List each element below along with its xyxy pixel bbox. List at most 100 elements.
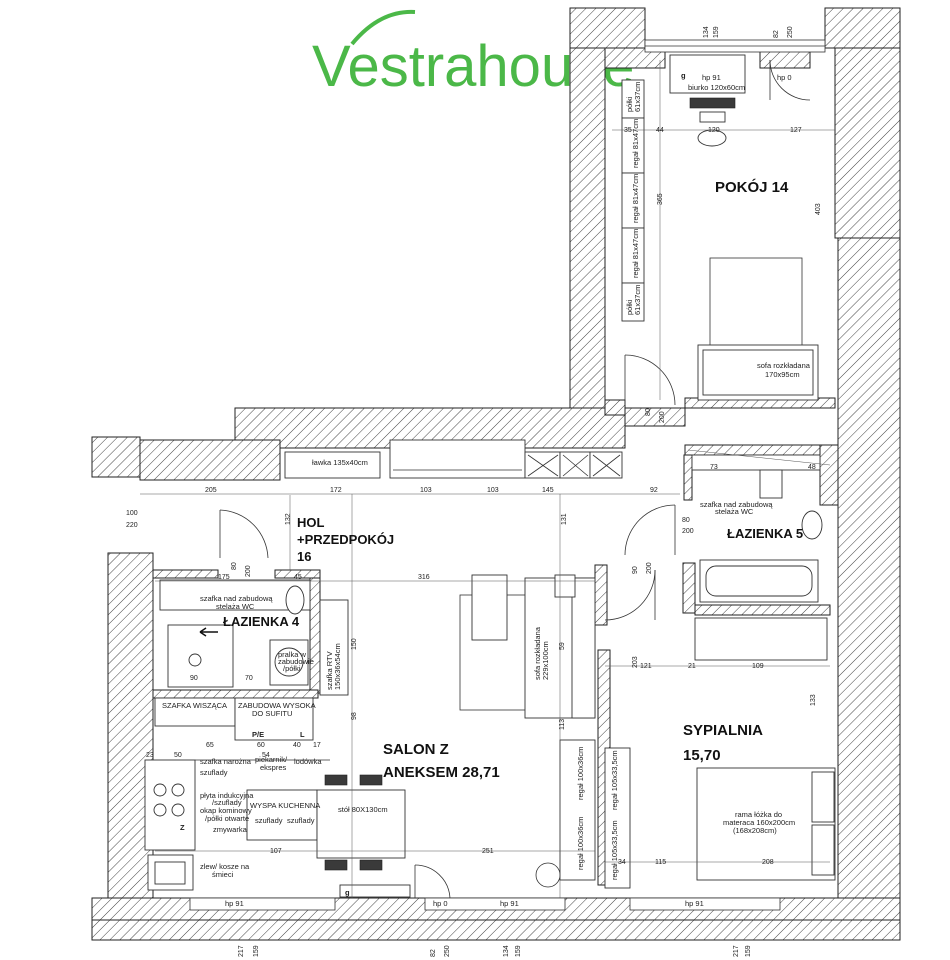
label-plyta-a: płyta indukcyjna [200,791,254,800]
label-szafka-wc4-a: szafka nad zabudową [200,594,273,603]
dimension-label: 208 [762,859,774,866]
dimension-label: 60 [257,742,265,749]
pokoj14-furniture [612,54,835,406]
label-pralka-c: /półki [283,664,301,673]
room-label-pokoj14: POKÓJ 14 [715,178,789,196]
dimension-label: 159 [745,945,752,957]
dimension-label: 365 [657,193,664,205]
dimension-label: 80 [682,517,690,524]
dimension-label: 250 [444,945,451,957]
dimension-label: 127 [790,127,802,134]
dimension-label: 220 [126,522,138,529]
label-biurko: biurko 120x60cm [688,83,745,92]
label-rtv-b: 150x36x54cm [333,643,342,690]
dimension-label: 200 [646,562,653,574]
label-rama-c: (168x208cm) [733,826,777,835]
label-z: Z [180,823,185,832]
dimension-label: 73 [710,464,718,471]
label-wyspa: WYSPA KUCHENNA [250,801,320,810]
dimension-label: 45 [294,574,302,581]
dimension-label: 133 [810,694,817,706]
dimension-label: 217 [238,945,245,957]
label-zlew-a: zlew/ kosze na [200,862,250,871]
dimension-label: 113 [559,719,566,730]
label-szuflady-2: szuflady [255,816,283,825]
dimension-label: 115 [655,859,666,866]
label-zmywarka: zmywarka [213,825,248,834]
dimension-label: 120 [708,127,720,134]
label-plyta-d: /półki otwarte [205,814,249,823]
label-hp91-top: hp 91 [702,73,721,82]
label-pe: P/E [252,730,264,739]
dimension-label: 134 [503,945,510,957]
label-sofa1-a: sofa rozkładana [757,361,811,370]
dimension-label: 132 [285,513,292,525]
label-regal-105-1: regał 105x33,5cm [610,750,619,810]
dimension-label: 203 [632,656,639,668]
label-rama-a: rama łóżka do [735,810,782,819]
dimension-label: 172 [330,487,342,494]
label-szafka-wc4-b: stelaża WC [216,602,255,611]
dimension-label: 107 [270,848,282,855]
label-piekarnik-b: ekspres [260,763,287,772]
label-szafka-wc5-a: szafka nad zabudową [700,500,773,509]
logo-swoosh-icon [350,9,416,46]
label-plyta-b: /szuflady [212,798,242,807]
label-regal-3: regał 81x47cm [631,229,640,278]
label-szuflady-1: szuflady [200,768,228,777]
dimension-label: 217 [733,945,740,957]
label-regal-1: regał 81x47cm [631,119,640,168]
room-label-salon-1: SALON Z [383,741,449,758]
dimension-label: 65 [206,742,214,749]
dimension-label: 82 [430,949,437,957]
label-polki-bot-a: półki [625,299,634,315]
dimension-label: 59 [559,642,566,650]
dimension-label: 145 [542,487,554,494]
room-label-hol-3: 16 [297,549,311,564]
dimension-label: 251 [482,848,494,855]
label-szafka-wc5-b: stelaża WC [715,507,754,516]
lazienka4-fixtures [159,509,311,688]
dimension-label: 80 [231,562,238,570]
label-hp0-top: hp 0 [777,73,792,82]
lazienka5-fixtures [624,454,828,661]
room-label-lazienka4: ŁAZIENKA 4 [223,614,300,629]
dimension-label: 80 [645,408,652,416]
dimension-label: 100 [126,510,138,517]
room-label-hol-2: +PRZEDPOKÓJ [297,532,394,547]
sypialnia-furniture [604,747,836,889]
dimension-lines [140,60,831,898]
label-plyta-c: okap kominowy [200,806,252,815]
label-szafka-narozna: szafka narożna [200,757,252,766]
dimension-label: 316 [418,574,430,581]
dimension-label: 21 [688,663,696,670]
dimension-label: 131 [561,513,568,525]
label-zabudowa-b: DO SUFITU [252,709,292,718]
room-label-hol-1: HOL [297,515,325,530]
label-lodowka: lodówka [294,757,322,766]
label-l: L [300,730,305,739]
room-label-sypialnia-2: 15,70 [683,747,721,764]
label-regal-2: regał 81x47cm [631,174,640,223]
dimension-label: 35 [624,127,632,134]
label-piekarnik-a: piekarnik/ [255,755,288,764]
label-hp0-bottom: hp 0 [433,899,448,908]
dimension-label: 175 [218,574,230,581]
dimension-label: 103 [487,487,499,494]
dimension-label: 17 [313,742,321,749]
dimension-label: 103 [420,487,432,494]
label-sofa1-b: 170x95cm [765,370,800,379]
label-hp91-b2: hp 91 [500,899,519,908]
label-zlew-b: śmieci [212,870,234,879]
room-label-sypialnia-1: SYPIALNIA [683,722,763,739]
dimension-label: 200 [245,565,252,577]
dimension-label: 82 [773,30,780,38]
dimension-label: 250 [787,26,794,38]
dimension-label: 159 [253,945,260,957]
room-labels: POKÓJ 14 HOL +PRZEDPOKÓJ 16 ŁAZIENKA 4 Ł… [223,178,803,781]
dimension-label: 92 [650,487,658,494]
label-rama-b: materaca 160x200cm [723,818,795,827]
label-polki-bot-b: 61x37cm [633,285,642,315]
dimension-label: 121 [640,663,652,670]
